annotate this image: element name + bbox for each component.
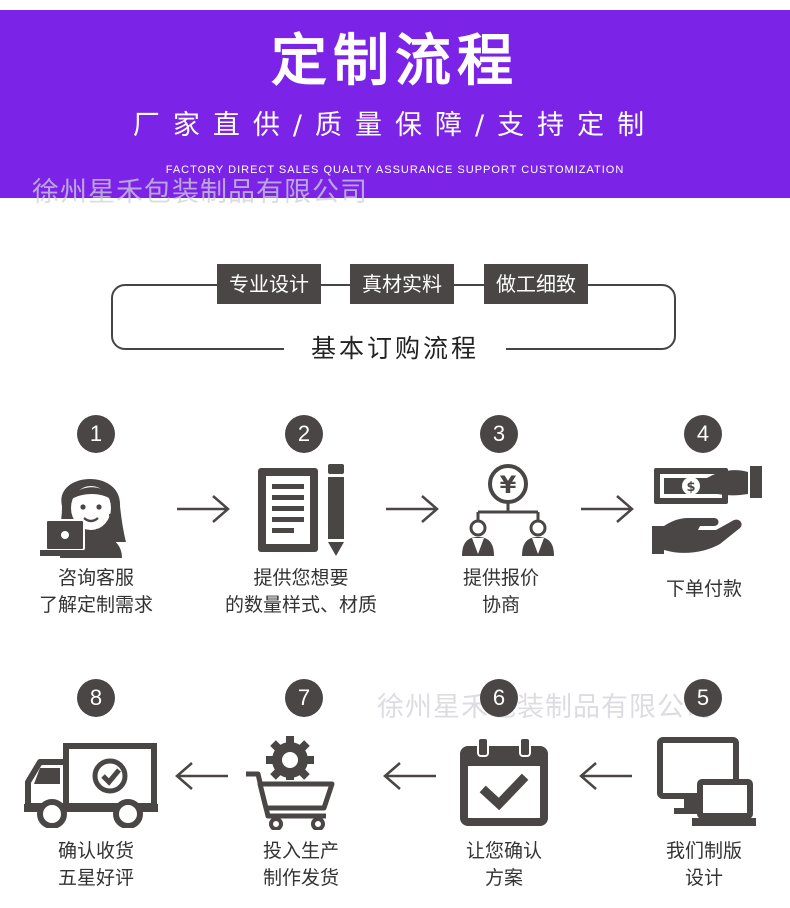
step-label: 我们制版 设计: [604, 838, 790, 892]
english-subtitle: FACTORY DIRECT SALES QUALTY ASSURANCE SU…: [165, 164, 625, 176]
monitor-laptop-icon: [657, 737, 756, 826]
step-label: 下单付款: [604, 576, 790, 603]
step-label: 提供您想要 的数量样式、材质: [201, 565, 401, 619]
step-label-line: 下单付款: [665, 578, 742, 600]
step-number: 5: [684, 679, 722, 717]
document-pen-icon: [258, 464, 344, 556]
svg-text:$: $: [686, 480, 695, 495]
arrow-right-icon: [386, 495, 439, 523]
step-number: 1: [77, 415, 115, 453]
step-label-line: 设计: [684, 867, 723, 889]
customer-service-icon: [40, 478, 126, 558]
step-label-line: 确认收货: [57, 840, 134, 862]
arrow-left-icon: [579, 762, 632, 790]
step-number: 6: [480, 679, 518, 717]
feature-tag: 真材实料: [350, 264, 454, 304]
step-label-line: 我们制版: [665, 840, 742, 862]
step-label-line: 的数量样式、材质: [224, 594, 377, 616]
step-label-line: 咨询客服: [57, 567, 134, 589]
step-number: 2: [285, 415, 323, 453]
page-title: 定制流程: [271, 29, 519, 94]
step-label: 让您确认 方案: [404, 838, 604, 892]
step-label-line: 提供报价: [462, 567, 539, 589]
step-label-line: 投入生产: [262, 840, 339, 862]
step-label-line: 了解定制需求: [38, 594, 153, 616]
arrow-right-icon: [177, 495, 230, 523]
arrow-left-icon: [175, 762, 228, 790]
step-label: 投入生产 制作发货: [201, 838, 401, 892]
feature-tag: 专业设计: [217, 264, 321, 304]
step-label-line: 制作发货: [262, 867, 339, 889]
calendar-check-icon: [460, 737, 548, 826]
step-label: 咨询客服 了解定制需求: [0, 565, 196, 619]
step-number: 3: [480, 415, 518, 453]
step-number: 8: [77, 679, 115, 717]
step-label: 确认收货 五星好评: [0, 838, 196, 892]
section-title: 基本订购流程: [284, 331, 506, 367]
watermark: 徐州星禾包装制品有限公司: [32, 177, 368, 208]
payment-hand-icon: $: [652, 466, 762, 554]
delivery-truck-icon: [24, 743, 158, 828]
step-label-line: 方案: [484, 867, 523, 889]
step-label-line: 提供您想要: [253, 567, 349, 589]
step-number: 4: [684, 415, 722, 453]
feature-tag: 做工细致: [484, 264, 588, 304]
header-banner: [0, 10, 790, 198]
cart-gear-icon: [246, 736, 335, 830]
arrow-right-icon: [581, 495, 634, 523]
page-subtitle: 厂家直供/质量保障/支持定制: [132, 110, 658, 141]
step-label-line: 协商: [481, 594, 520, 616]
watermark: 徐州星禾包装制品有限公司: [377, 692, 713, 723]
arrow-left-icon: [383, 762, 436, 790]
step-label-line: 让您确认: [465, 840, 542, 862]
price-quote-icon: ¥: [462, 464, 554, 556]
step-label: 提供报价 协商: [401, 565, 601, 619]
step-label-line: 五星好评: [57, 867, 134, 889]
svg-text:¥: ¥: [500, 471, 517, 499]
step-number: 7: [285, 679, 323, 717]
